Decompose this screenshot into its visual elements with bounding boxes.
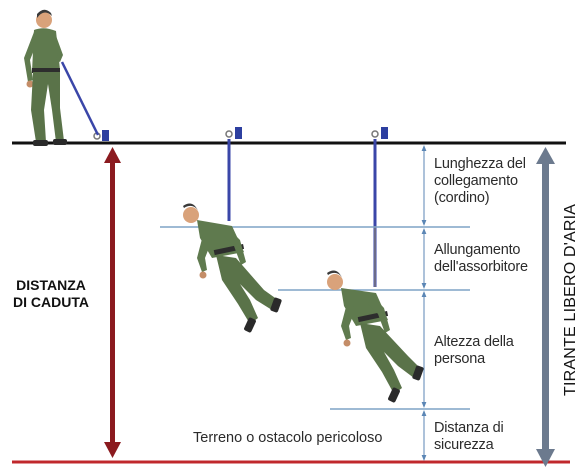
- air-clearance-label: TIRANTE LIBERO D'ARIA: [562, 203, 579, 396]
- segment-label-safety: Distanza di sicurezza: [434, 420, 504, 454]
- worker-suspended-2-icon: [327, 270, 424, 403]
- segment-label-line: dell'assorbitore: [434, 259, 528, 275]
- air-clearance-arrow: [536, 147, 555, 467]
- segment-label-line: Lunghezza del: [434, 156, 526, 172]
- segment-label-absorber: Allungamento dell'assorbitore: [434, 242, 528, 276]
- segment-label-person: Altezza della persona: [434, 334, 514, 368]
- segment-label-line: Altezza della: [434, 334, 514, 350]
- fall-distance-label-line1: DISTANZA: [16, 277, 86, 293]
- segment-label-line: persona: [434, 351, 485, 367]
- segment-label-line: collegamento: [434, 173, 518, 189]
- fall-distance-label-line2: DI CADUTA: [13, 294, 89, 310]
- fall-distance-arrow: [104, 147, 121, 458]
- segment-label-line: Distanza di: [434, 420, 504, 436]
- worker-standing-icon: [24, 9, 100, 146]
- worker-suspended-1-icon: [183, 203, 282, 333]
- fall-distance-label: DISTANZA DI CADUTA: [8, 277, 94, 311]
- segment-label-lanyard: Lunghezza del collegamento (cordino): [434, 156, 526, 207]
- ground-label: Terreno o ostacolo pericoloso: [193, 430, 383, 446]
- segment-label-line: sicurezza: [434, 437, 494, 453]
- segment-label-line: Allungamento: [434, 242, 521, 258]
- segment-label-line: (cordino): [434, 190, 490, 206]
- anchor-point-icon: [371, 127, 388, 139]
- anchor-point-icon: [225, 127, 242, 139]
